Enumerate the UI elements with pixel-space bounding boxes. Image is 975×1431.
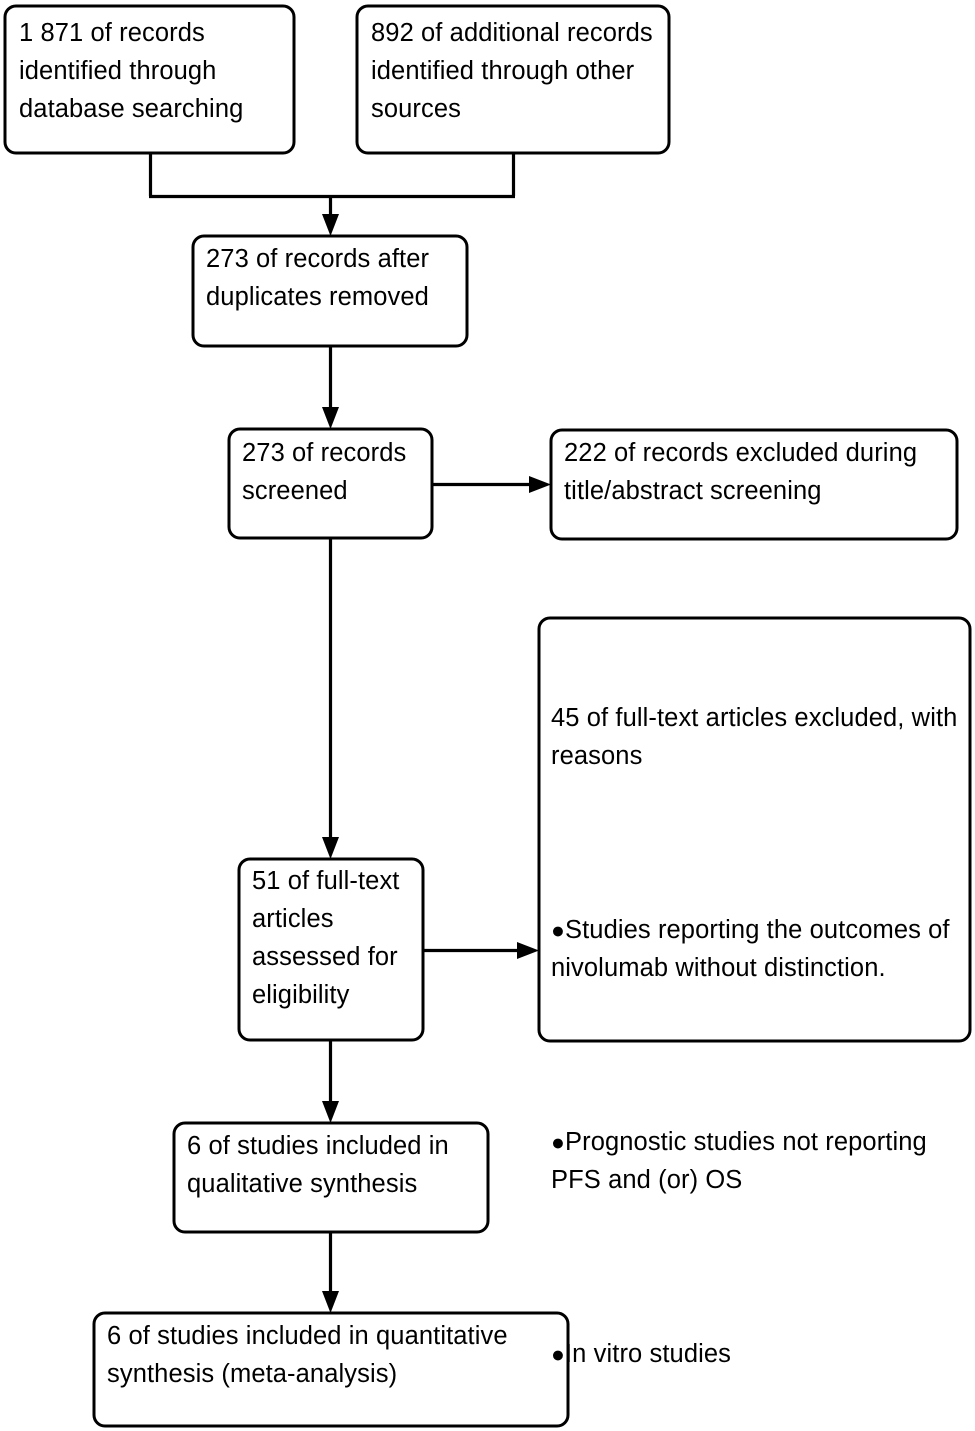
arrow-head-to-qualitative <box>322 1101 339 1123</box>
box-records-after-duplicates-removed <box>191 234 469 348</box>
box-records-screened <box>227 427 434 540</box>
connector-fulltext-to-excluded-reasons <box>423 942 539 959</box>
connector-merge-top <box>148 153 516 236</box>
box-studies-included-qualitative <box>172 1121 490 1234</box>
box-records-excluded-title-abstract <box>549 428 959 541</box>
connector-screened-to-fulltext <box>322 538 339 859</box>
connector-qualitative-to-quantitative <box>322 1232 339 1313</box>
connector-fulltext-to-qualitative <box>322 1040 339 1123</box>
arrow-head-to-excluded-screening <box>529 476 551 493</box>
arrow-head-to-screened <box>322 407 339 429</box>
box-full-text-articles-excluded <box>537 616 972 1043</box>
box-studies-included-quantitative <box>92 1311 570 1428</box>
connector-duplicates-to-screened <box>322 346 339 429</box>
arrow-head-to-quantitative <box>322 1291 339 1313</box>
connector-screened-to-excluded <box>432 476 551 493</box>
arrow-head-to-fulltext <box>322 837 339 859</box>
box-records-identified-other-sources <box>355 4 671 155</box>
arrow-head-to-duplicates <box>322 214 339 236</box>
arrow-head-to-excluded-reasons <box>517 942 539 959</box>
box-records-identified-database <box>3 4 296 155</box>
box-full-text-articles-assessed <box>237 857 425 1042</box>
